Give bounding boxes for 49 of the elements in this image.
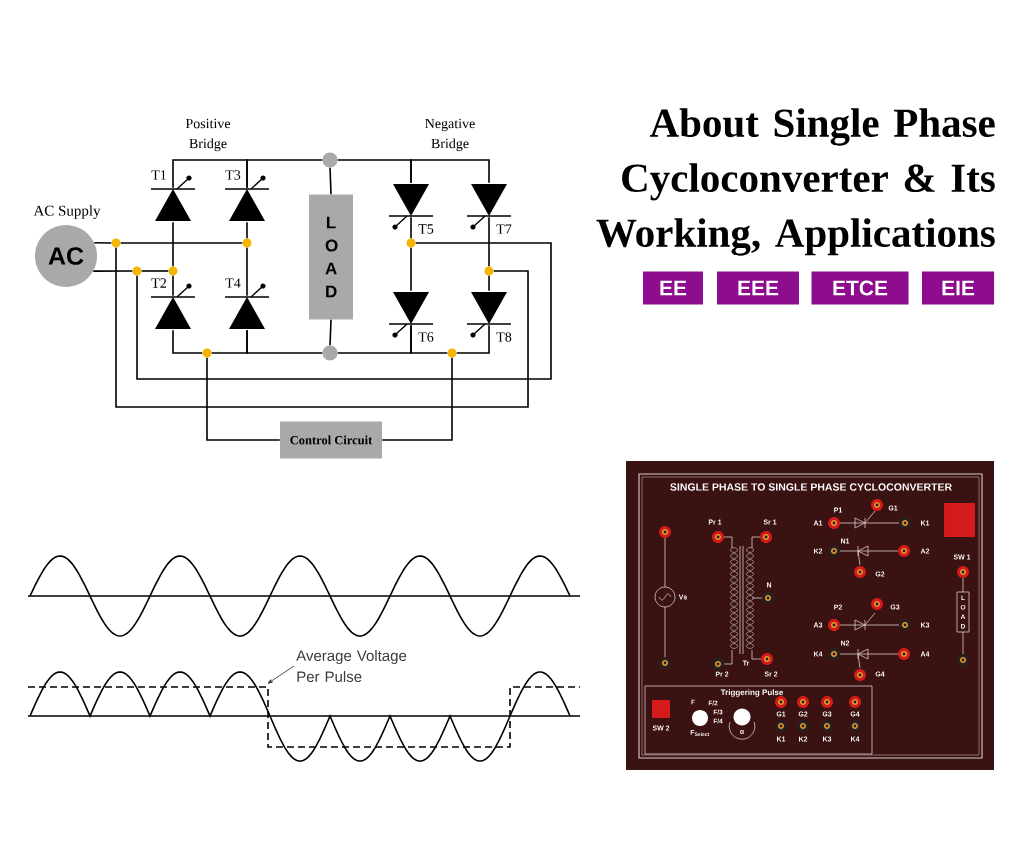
tag-badge: EIE — [922, 271, 994, 305]
wire — [92, 270, 134, 272]
wire — [246, 159, 324, 189]
wire — [329, 318, 332, 347]
bridge-label: Positive Bridge — [185, 118, 231, 152]
wire — [136, 242, 552, 380]
wire — [172, 159, 248, 189]
wire — [172, 221, 174, 268]
wire — [410, 246, 412, 292]
component-label: T7 — [496, 224, 512, 234]
wire — [172, 329, 204, 354]
component-label: T3 — [225, 170, 241, 180]
wire — [488, 274, 490, 292]
tag-badge: EE — [643, 271, 703, 305]
component-label: T4 — [225, 278, 241, 288]
wire — [115, 246, 529, 408]
wire — [455, 324, 490, 354]
junction-dot — [322, 152, 338, 168]
wire — [119, 242, 244, 244]
annotation-text: Average Voltage Per Pulse — [296, 650, 407, 682]
tag-badge: ETCE — [811, 271, 909, 305]
wire — [246, 221, 248, 240]
wire — [410, 159, 490, 184]
supply-label: AC Supply — [33, 205, 101, 219]
tag-badge: EEE — [717, 271, 799, 305]
wire — [410, 324, 449, 354]
load-box: L O A D — [309, 194, 353, 320]
wire — [329, 166, 332, 196]
junction-dot — [322, 345, 338, 361]
wire — [381, 356, 453, 441]
panel-title: SINGLE PHASE TO SINGLE PHASE CYCLOCONVERTER — [670, 483, 952, 491]
control-box: Control Circuit — [280, 421, 382, 459]
component-label: T6 — [418, 332, 434, 342]
panel-heading: Triggering Pulse — [720, 689, 784, 697]
leader-line — [267, 665, 295, 684]
wire — [93, 242, 113, 244]
wire — [488, 216, 490, 268]
wire — [172, 274, 174, 297]
bridge-label: Negative Bridge — [425, 118, 475, 152]
wire — [206, 356, 281, 441]
wire — [246, 329, 324, 354]
component-label: T1 — [151, 170, 166, 180]
component-label: T2 — [151, 278, 166, 288]
wire — [410, 216, 412, 240]
component-label: T8 — [496, 332, 512, 342]
title: About Single Phase Cycloconverter & Its Working, Applications — [596, 108, 995, 256]
component-label: T5 — [418, 224, 434, 234]
wire — [246, 246, 248, 297]
wire — [140, 270, 170, 272]
